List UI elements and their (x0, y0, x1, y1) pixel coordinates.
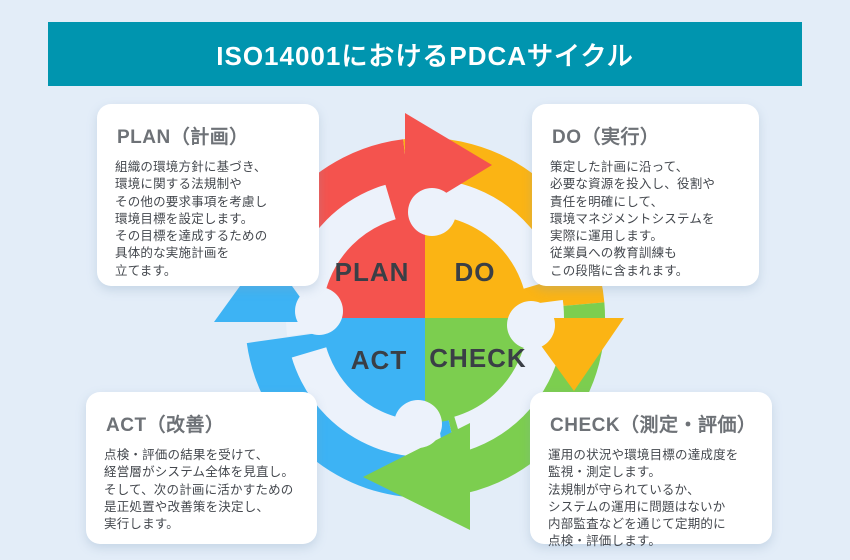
ring-notch-top (408, 188, 456, 236)
do-quadrant-label: DO (455, 257, 496, 287)
act-card-body: 点検・評価の結果を受けて、 経営層がシステム全体を見直し。 そして、次の計画に活… (104, 448, 295, 531)
check-card-body: 運用の状況や環境目標の達成度を 監視・測定します。 法規制が守られているか、 シ… (548, 448, 739, 549)
plan-quadrant-label: PLAN (335, 257, 410, 287)
pdca-quadrant-disc (320, 213, 530, 423)
ring-notch-right (507, 301, 555, 349)
act-card: ACT（改善） 点検・評価の結果を受けて、 経営層がシステム全体を見直し。 そし… (86, 392, 317, 544)
check-quadrant (425, 318, 530, 423)
act-quadrant-label: ACT (351, 345, 407, 375)
check-card: CHECK（測定・評価） 運用の状況や環境目標の達成度を 監視・測定します。 法… (530, 392, 772, 548)
plan-card-title: PLAN（計画） (117, 127, 249, 148)
check-card-title: CHECK（測定・評価） (550, 415, 757, 436)
act-card-title: ACT（改善） (106, 415, 225, 436)
act-quadrant (320, 318, 425, 423)
page-title: ISO14001におけるPDCAサイクル (216, 40, 634, 71)
plan-card: PLAN（計画） 組織の環境方針に基づき、 環境に関する法規制や その他の要求事… (97, 104, 319, 286)
plan-quadrant (320, 213, 425, 318)
act-arrowhead-icon (214, 250, 318, 322)
ring-notch-left (295, 287, 343, 335)
do-card-body: 策定した計画に沿って、 必要な資源を投入し、役割や 責任を明確にして、 環境マネ… (550, 160, 716, 278)
ring-notches (295, 188, 555, 448)
do-card-title: DO（実行） (552, 127, 660, 148)
do-card: DO（実行） 策定した計画に沿って、 必要な資源を投入し、役割や 責任を明確にし… (532, 104, 759, 286)
check-quadrant-label: CHECK (429, 343, 526, 373)
plan-card-body: 組織の環境方針に基づき、 環境に関する法規制や その他の要求事項を考慮し 環境目… (115, 160, 268, 278)
ring-notch-bottom (394, 400, 442, 448)
check-arrowhead-icon (363, 423, 470, 530)
header-banner: ISO14001におけるPDCAサイクル (48, 22, 802, 86)
do-quadrant (425, 213, 530, 318)
